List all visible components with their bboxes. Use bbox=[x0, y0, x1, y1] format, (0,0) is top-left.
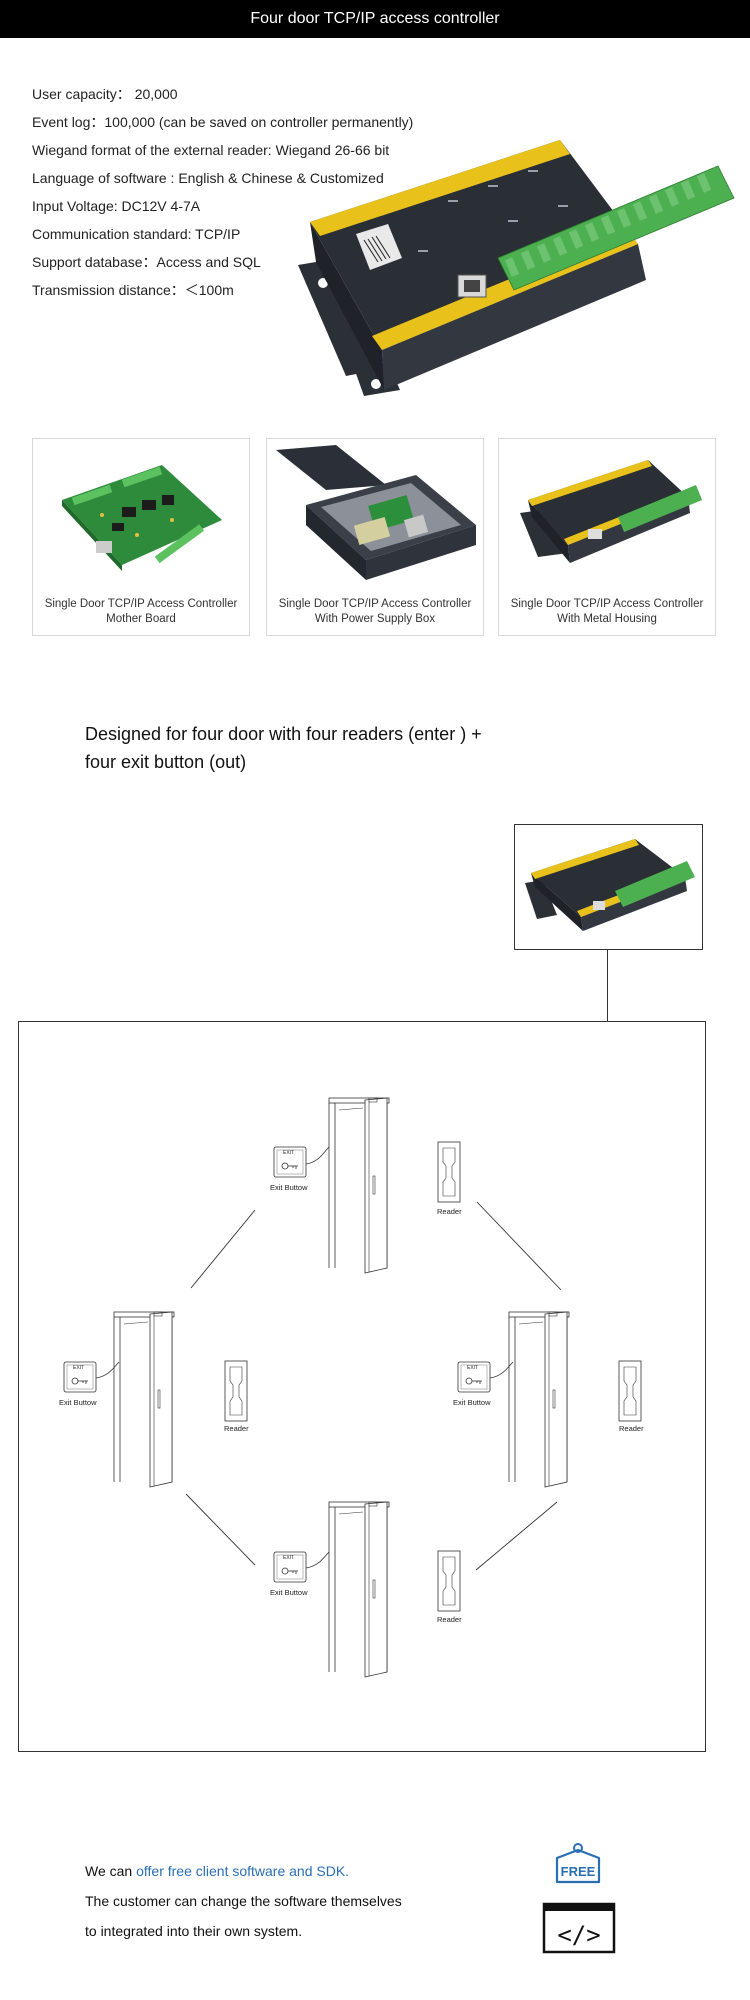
exit-badge-bottom: EXIT bbox=[283, 1555, 295, 1561]
spec-user-capacity: User capacity： 20,000 bbox=[32, 86, 178, 102]
reader-label-left: Reader bbox=[224, 1424, 249, 1433]
controller-connector-line bbox=[607, 950, 608, 1021]
svg-text:</>: </> bbox=[557, 1921, 600, 1949]
spec-list: User capacity： 20,000 Event log：100,000 … bbox=[32, 80, 452, 304]
exit-badge-right: EXIT bbox=[467, 1365, 479, 1371]
mother-board-image bbox=[62, 465, 222, 571]
exit-badge-top: EXIT bbox=[283, 1150, 295, 1156]
reader-label-right: Reader bbox=[619, 1424, 644, 1433]
diagram-controller-image bbox=[525, 839, 695, 931]
spec-wiegand-format: Wiegand format of the external reader: W… bbox=[32, 142, 390, 158]
free-tag-icon: FREE bbox=[553, 1842, 603, 1886]
exit-button-label-top: Exit Buttow bbox=[270, 1183, 308, 1192]
exit-badge-left: EXIT bbox=[73, 1365, 85, 1371]
software-info: We can offer free client software and SD… bbox=[85, 1856, 505, 1946]
svg-text:FREE: FREE bbox=[561, 1864, 596, 1879]
product-card-power-supply-box: Single Door TCP/IP Access Controller Wit… bbox=[266, 438, 484, 636]
code-window-icon: </> bbox=[542, 1902, 616, 1954]
product-caption-power-supply-box: Single Door TCP/IP Access Controller Wit… bbox=[278, 598, 472, 625]
page-title: Four door TCP/IP access controller bbox=[250, 10, 500, 27]
exit-button-label-right: Exit Buttow bbox=[453, 1398, 491, 1407]
software-info-line-1: We can offer free client software and SD… bbox=[85, 1863, 350, 1879]
controller-product-image bbox=[298, 140, 738, 405]
reader-label-top: Reader bbox=[437, 1207, 462, 1216]
spec-input-voltage: Input Voltage: DC12V 4-7A bbox=[32, 198, 201, 214]
exit-button-label-bottom: Exit Buttow bbox=[270, 1588, 308, 1597]
spec-event-log: Event log：100,000 (can be saved on contr… bbox=[32, 114, 414, 130]
spec-language: Language of software : English & Chinese… bbox=[32, 170, 384, 186]
exit-button-label-left: Exit Buttow bbox=[59, 1398, 97, 1407]
page-header: Four door TCP/IP access controller bbox=[0, 0, 750, 38]
metal-housing-image bbox=[520, 460, 702, 563]
spec-communication: Communication standard: TCP/IP bbox=[32, 226, 241, 242]
software-highlight: offer free client software and SDK. bbox=[136, 1863, 350, 1879]
product-card-metal-housing: Single Door TCP/IP Access Controller Wit… bbox=[498, 438, 716, 636]
spec-database: Support database：Access and SQL bbox=[32, 254, 261, 270]
section-title: Designed for four door with four readers… bbox=[85, 724, 482, 772]
product-caption-metal-housing: Single Door TCP/IP Access Controller Wit… bbox=[510, 598, 704, 625]
spec-distance: Transmission distance：＜100m bbox=[32, 282, 234, 298]
product-card-mother-board: Single Door TCP/IP Access Controller Mot… bbox=[32, 438, 250, 636]
four-door-wiring-diagram: EXIT EXIT EXIT EXIT Exit Buttow Reader E… bbox=[18, 1021, 706, 1752]
power-supply-box-image bbox=[276, 445, 476, 580]
product-caption-mother-board: Single Door TCP/IP Access Controller Mot… bbox=[44, 598, 238, 625]
diagram-controller-box bbox=[514, 824, 703, 950]
reader-label-bottom: Reader bbox=[437, 1615, 462, 1624]
software-info-line-3: to integrated into their own system. bbox=[85, 1923, 303, 1939]
software-info-line-2: The customer can change the software the… bbox=[85, 1893, 402, 1909]
